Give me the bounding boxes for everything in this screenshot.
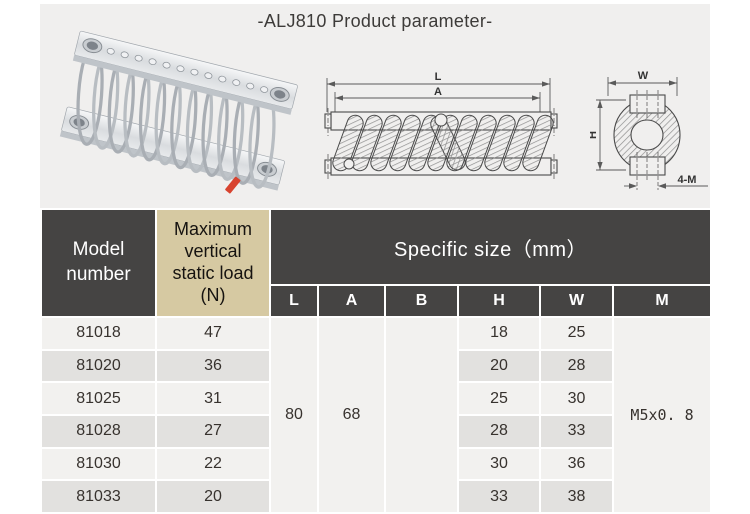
table-row: 81025 31 25 30 — [40, 381, 711, 416]
cell-w: 25 — [539, 316, 614, 351]
col-header-model: Model number — [40, 208, 157, 318]
cell-w: 36 — [539, 446, 614, 482]
table-row: 81033 20 33 38 — [40, 479, 711, 514]
center-lines — [327, 108, 555, 180]
cell-w: 33 — [539, 413, 614, 449]
small-holes — [106, 47, 269, 93]
table-row: 81030 22 30 36 — [40, 446, 711, 482]
cell-load: 36 — [155, 348, 271, 384]
thread-lines — [636, 90, 659, 190]
center-hole — [434, 113, 448, 127]
dim-label-l: L — [435, 71, 442, 83]
table-row: 81028 27 28 33 — [40, 413, 711, 449]
cell-load: 27 — [155, 413, 271, 449]
front-view-drawing: L A — [324, 71, 558, 180]
cell-h: 18 — [457, 316, 541, 351]
cell-model: 81030 — [40, 446, 157, 482]
arrowhead — [327, 81, 335, 87]
cell-h: 25 — [457, 381, 541, 416]
dimension-a — [334, 92, 541, 112]
arrowhead — [597, 162, 603, 170]
rope-ring-inner — [630, 119, 664, 151]
cell-model: 81033 — [40, 479, 157, 514]
cell-load: 31 — [155, 381, 271, 416]
cell-model: 81020 — [40, 348, 157, 384]
cell-h: 20 — [457, 348, 541, 384]
col-header-specific-size: Specific size（mm） — [268, 208, 713, 286]
arrowhead — [597, 100, 603, 108]
page-title: -ALJ810 Product parameter- — [257, 11, 493, 31]
cell-h: 30 — [457, 446, 541, 482]
table-row: 81018 47 80 68 18 25 M5x0. 8 — [40, 316, 713, 514]
dimension-h — [596, 99, 626, 171]
dim-label-4m: 4-M — [678, 174, 697, 186]
arrowhead — [669, 80, 677, 86]
col-header-max-load: Maximum vertical static load (N) — [155, 208, 271, 318]
dimension-l — [326, 78, 551, 112]
clamp-blocks — [629, 94, 666, 176]
table-row: 81020 36 20 28 — [40, 348, 711, 384]
cell-model: 81025 — [40, 381, 157, 416]
col-header-a: A — [317, 284, 386, 318]
cell-w: 30 — [539, 381, 614, 416]
cell-a-merged: 68 — [317, 316, 386, 514]
arrowhead — [608, 80, 616, 86]
top-bar — [72, 30, 298, 115]
product-photo — [59, 30, 298, 194]
red-tag — [225, 176, 241, 194]
coil-loops — [332, 114, 554, 172]
arrowhead — [532, 95, 540, 101]
cell-w: 28 — [539, 348, 614, 384]
cell-w: 38 — [539, 479, 614, 514]
cell-h: 28 — [457, 413, 541, 449]
col-header-b: B — [384, 284, 459, 318]
end-view-drawing: W H 4-M — [590, 70, 708, 190]
cell-load: 22 — [155, 446, 271, 482]
cell-model: 81028 — [40, 413, 157, 449]
dim-label-w: W — [638, 70, 649, 82]
col-header-h: H — [457, 284, 541, 318]
spec-table: Model number Maximum vertical static loa… — [40, 208, 713, 514]
col-header-w: W — [539, 284, 614, 318]
corner-hole — [343, 158, 355, 170]
cell-load: 47 — [155, 316, 271, 351]
arrowhead — [658, 183, 666, 189]
dim-label-h: H — [590, 131, 599, 139]
cell-h: 33 — [457, 479, 541, 514]
cell-l-merged: 80 — [269, 316, 319, 514]
cell-load: 20 — [155, 479, 271, 514]
isolator-assembly — [59, 30, 298, 194]
col-header-m: M — [611, 284, 713, 318]
cell-model: 81018 — [40, 316, 157, 351]
arrowhead — [335, 95, 343, 101]
cell-m-merged: M5x0. 8 — [611, 316, 713, 514]
col-header-l: L — [269, 284, 319, 318]
dimension-w — [607, 77, 678, 96]
cell-b-merged — [384, 316, 459, 514]
arrowhead — [542, 81, 550, 87]
arrowhead — [629, 183, 637, 189]
dim-label-a: A — [434, 86, 442, 98]
